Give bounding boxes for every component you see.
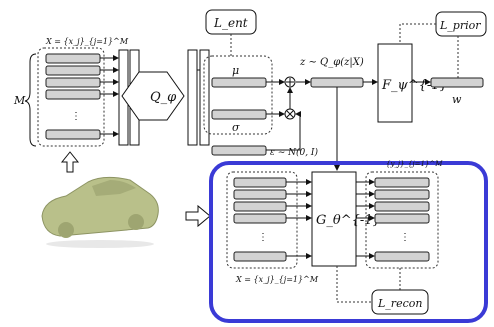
mu-label: μ (232, 64, 239, 77)
input-bar-3 (46, 78, 100, 87)
dec-in-bar-1 (234, 178, 286, 187)
dec-out-bar-4 (375, 214, 429, 223)
g-theta-label: G_θ^{-1} (316, 213, 381, 228)
dec-in-bar-4 (234, 214, 286, 223)
dec-out-bar-3 (375, 202, 429, 211)
up-arrow-icon (62, 152, 78, 172)
dec-out-bar-2 (375, 190, 429, 199)
decoder-output-set-label: {y_j}_{j=1}^M (386, 160, 443, 168)
mu-bar (212, 78, 266, 87)
z-bar (311, 78, 363, 87)
l-recon-label: L_recon (377, 297, 422, 310)
sigma-bar (212, 110, 266, 119)
eps-bar (212, 146, 266, 155)
enc-layer-3 (188, 50, 197, 145)
input-bar-4 (46, 90, 100, 99)
input-bar-2 (46, 66, 100, 75)
input-bar-m (46, 130, 100, 139)
sigma-label: σ (232, 121, 240, 134)
dec-in-bar-3 (234, 202, 286, 211)
w-bar (431, 78, 483, 87)
right-arrow-icon (186, 206, 210, 226)
l-ent-label: L_ent (213, 16, 248, 30)
car-point-cloud (42, 177, 158, 248)
input-bar-1 (46, 54, 100, 63)
m-label: M (13, 94, 26, 107)
decoder-input-set-label: X = {x_j}_{j=1}^M (235, 275, 319, 284)
dec-in-bar-2 (234, 190, 286, 199)
q-phi-label: Q_φ (150, 90, 177, 105)
dec-out-bar-m (375, 252, 429, 261)
z-sample-label: z ∼ Q_φ(z|X) (299, 57, 364, 68)
input-set-label: X = {x_j}_{j=1}^M (45, 37, 129, 46)
dec-in-ellipsis: ⋮ (258, 232, 268, 243)
eps-label: ε ∼ N(0, I) (270, 147, 318, 158)
input-ellipsis: ⋮ (71, 111, 81, 122)
dec-out-ellipsis: ⋮ (400, 232, 410, 243)
dec-out-bar-1 (375, 178, 429, 187)
dec-in-bar-m (234, 252, 286, 261)
m-brace (25, 54, 36, 146)
w-label: w (452, 93, 462, 106)
l-prior-label: L_prior (439, 19, 481, 32)
